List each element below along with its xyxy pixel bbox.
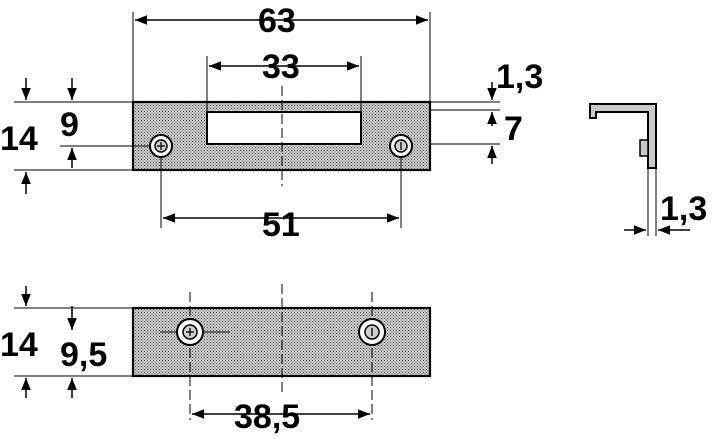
top-view: 63 33 51 14 9 1,3 7 — [0, 2, 543, 244]
dim-profile-thickness: 1,3 — [660, 190, 707, 228]
screw-hole-left — [149, 134, 173, 158]
dim-hole-height: 9 — [60, 106, 79, 144]
dim-hole-spacing: 51 — [262, 206, 300, 244]
dim-slot-width: 7 — [504, 110, 523, 148]
dim-plate-height: 14 — [0, 120, 38, 158]
screw-hole-left-bottom — [176, 318, 204, 346]
side-view: 1,3 — [589, 103, 707, 236]
screw-hole-right — [389, 134, 413, 158]
screw-hole-right-bottom — [358, 318, 386, 346]
dim-overall-length: 63 — [258, 2, 296, 40]
dim-bottom-hole-height: 9,5 — [60, 336, 107, 374]
dim-bottom-hole-spacing: 38,5 — [234, 398, 300, 436]
strike-plate-profile — [589, 103, 657, 169]
dim-bottom-plate-height: 14 — [0, 326, 38, 364]
bottom-view: 14 9,5 38,5 — [0, 284, 432, 436]
dim-slot-length: 33 — [262, 48, 300, 86]
dim-plate-thickness: 1,3 — [496, 58, 543, 96]
plate-slot — [206, 111, 362, 145]
